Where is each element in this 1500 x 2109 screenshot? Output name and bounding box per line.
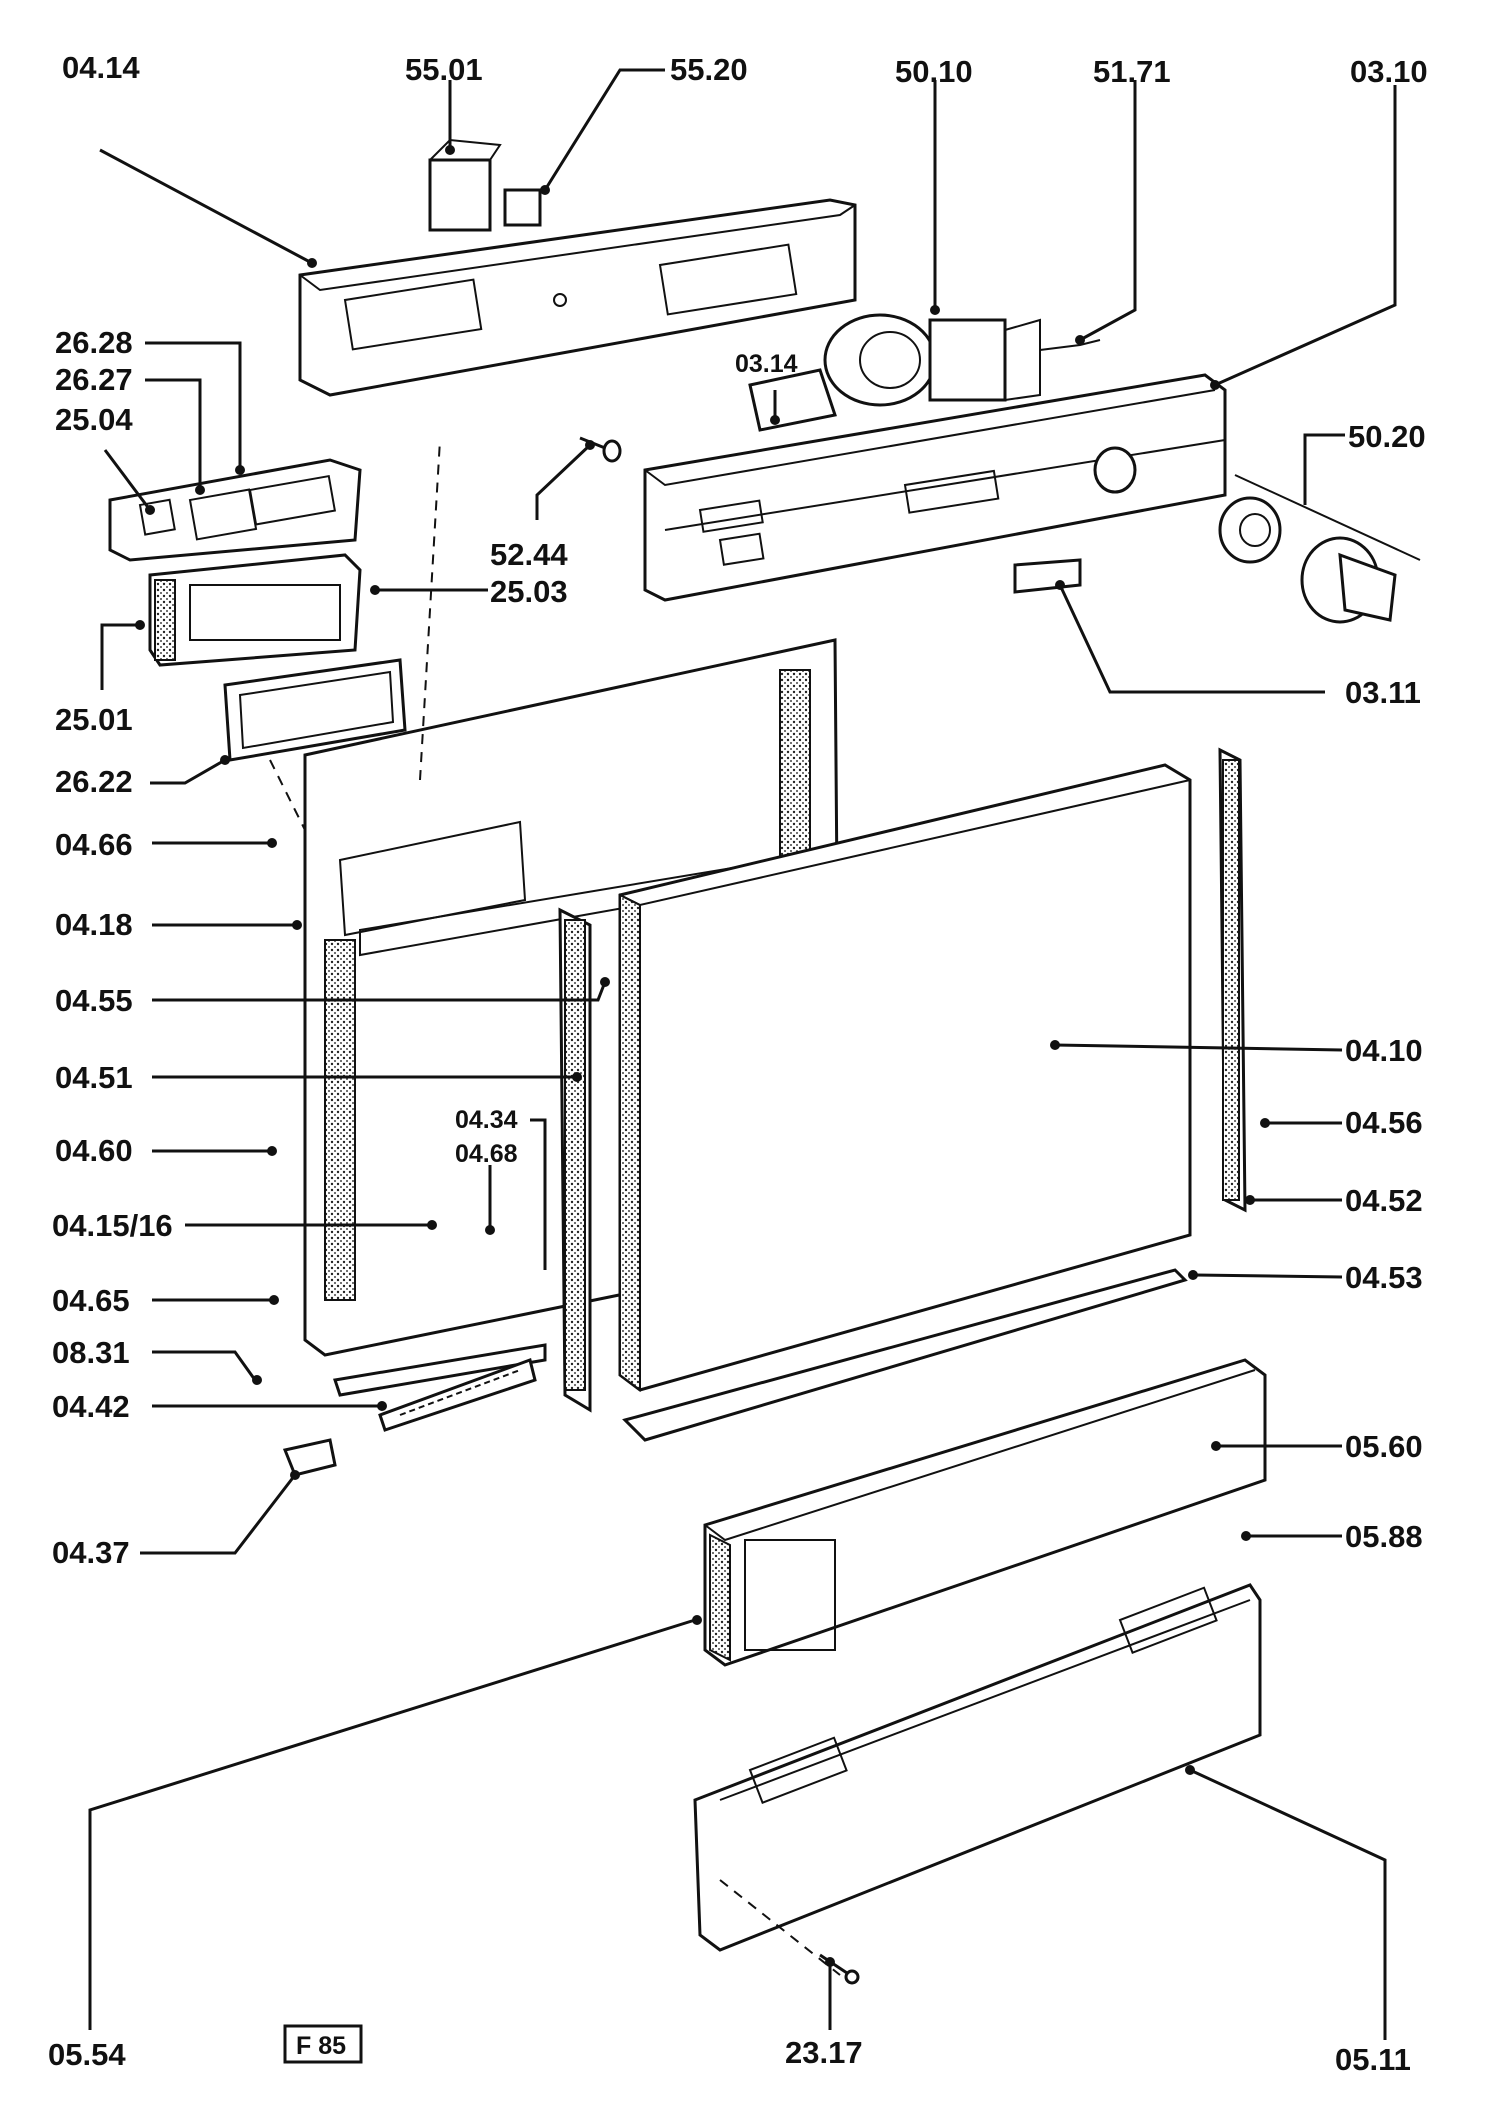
small-bracket-part [282, 1438, 337, 1477]
label-04-34: 04.34 [455, 1106, 518, 1134]
label-04-53: 04.53 [1345, 1260, 1423, 1295]
label-04-14: 04.14 [62, 50, 140, 85]
label-05-88: 05.88 [1345, 1519, 1423, 1554]
bottom-panel-part [703, 1358, 1267, 1667]
label-04-56: 04.56 [1345, 1105, 1423, 1140]
label-55-01: 55.01 [405, 52, 483, 87]
figure-tag: F 85 [283, 2024, 363, 2064]
label-26-22: 26.22 [55, 764, 133, 799]
timer-motor-part [823, 313, 1101, 407]
label-03-11: 03.11 [1345, 675, 1421, 710]
label-04-55: 04.55 [55, 983, 133, 1018]
dispenser-body-part [148, 553, 362, 667]
label-04-51: 04.51 [55, 1060, 133, 1095]
label-05-54: 05.54 [48, 2037, 126, 2072]
label-50-10: 50.10 [895, 54, 973, 89]
side-strip-left-part [558, 907, 592, 1413]
figure-tag-text: F 85 [296, 2032, 346, 2060]
label-52-44: 52.44 [490, 537, 568, 572]
outer-door-panel-part [618, 763, 1192, 1392]
label-04-10: 04.10 [1345, 1033, 1423, 1068]
label-51-71: 51.71 [1093, 54, 1171, 89]
label-04-66: 04.66 [55, 827, 133, 862]
label-05-60: 05.60 [1345, 1429, 1423, 1464]
leader-lines [88, 68, 1397, 2040]
dispenser-lid-part [108, 458, 362, 562]
bottom-screw-part [819, 1953, 860, 1985]
small-plate-part [748, 368, 837, 432]
label-04-37: 04.37 [52, 1535, 130, 1570]
screw-part [579, 436, 622, 463]
gasket-part [223, 658, 407, 762]
label-04-65: 04.65 [52, 1283, 130, 1318]
label-04-42: 04.42 [52, 1389, 130, 1424]
label-03-14: 03.14 [735, 350, 798, 378]
label-03-10: 03.10 [1350, 54, 1428, 89]
cover-bar-part [1013, 558, 1082, 594]
label-26-28: 26.28 [55, 325, 133, 360]
switch-part [428, 138, 542, 232]
knob-part [1218, 474, 1421, 624]
label-50-20: 50.20 [1348, 419, 1426, 454]
label-04-15-16: 04.15/16 [52, 1208, 173, 1243]
label-05-11: 05.11 [1335, 2042, 1411, 2077]
label-25-01: 25.01 [55, 702, 133, 737]
label-25-04: 25.04 [55, 402, 133, 437]
label-08-31: 08.31 [52, 1335, 130, 1370]
label-04-52: 04.52 [1345, 1183, 1423, 1218]
top-bracket-part [298, 198, 857, 397]
label-23-17: 23.17 [785, 2035, 863, 2070]
label-55-20: 55.20 [670, 52, 748, 87]
control-panel-part [643, 373, 1227, 602]
side-strip-right-part [1218, 747, 1247, 1213]
label-04-68: 04.68 [455, 1140, 518, 1168]
label-25-03: 25.03 [490, 574, 568, 609]
label-04-60: 04.60 [55, 1133, 133, 1168]
hinge-bar-part [333, 1343, 547, 1432]
label-04-18: 04.18 [55, 907, 133, 942]
label-26-27: 26.27 [55, 362, 133, 397]
bottom-rail-part [622, 1268, 1188, 1442]
plinth-part [693, 1583, 1262, 1976]
